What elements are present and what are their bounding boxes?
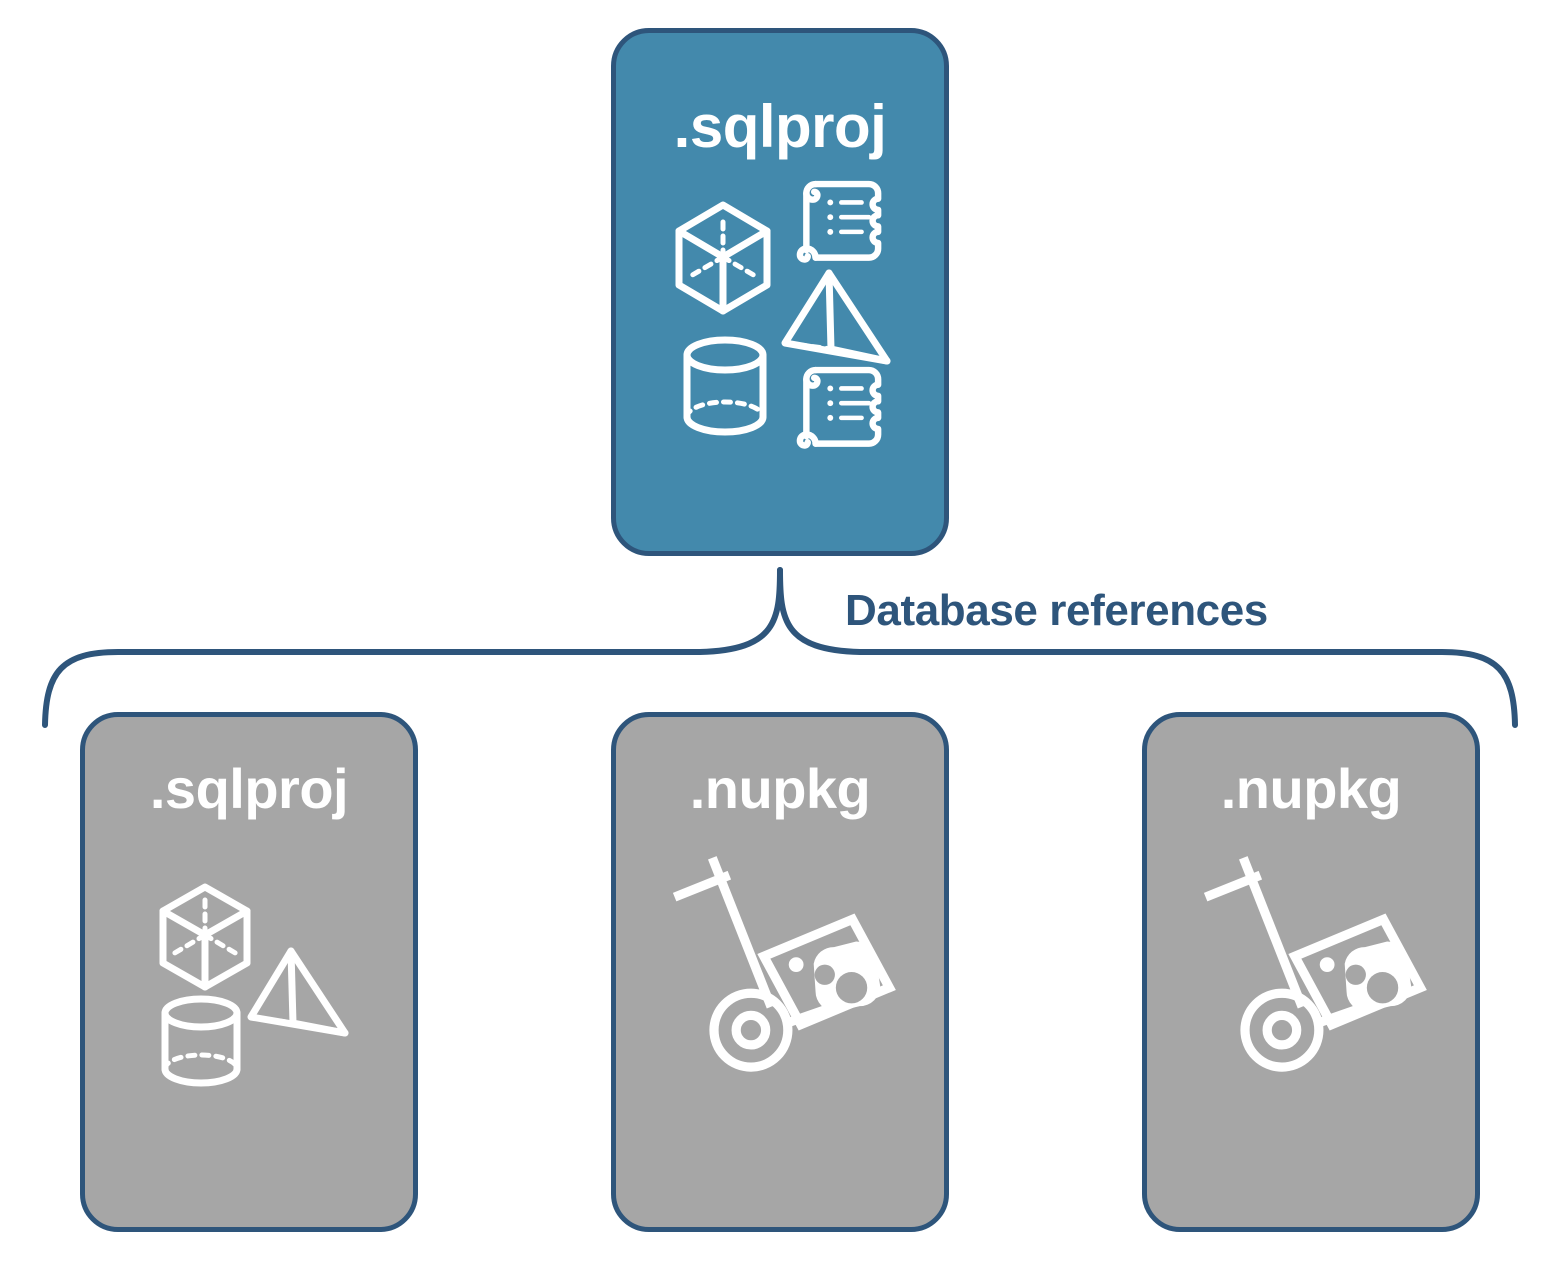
pyramid-icon	[247, 947, 349, 1037]
reference-node-label: .nupkg	[689, 757, 871, 820]
primary-node-sqlproj[interactable]: .sqlproj	[611, 28, 949, 556]
reference-node-icon-group	[135, 847, 375, 1097]
script-scroll-icon	[796, 366, 882, 449]
primary-node-icon-group	[671, 173, 899, 453]
reference-node-sqlproj[interactable]: .sqlproj	[80, 712, 418, 1232]
cylinder-icon	[683, 336, 767, 436]
reference-node-label: .nupkg	[1220, 757, 1402, 820]
cube-icon	[675, 201, 771, 315]
primary-node-label: .sqlproj	[673, 93, 887, 160]
pyramid-icon	[781, 269, 891, 365]
reference-node-icon-group	[1197, 847, 1437, 1097]
cube-icon	[159, 883, 251, 991]
cylinder-icon	[161, 995, 241, 1087]
hand-truck-package-icon	[672, 856, 896, 1072]
script-scroll-icon	[796, 180, 882, 263]
reference-node-nupkg-2[interactable]: .nupkg	[1142, 712, 1480, 1232]
brace-left-arm	[42, 567, 783, 728]
connector-label: Database references	[845, 586, 1268, 635]
reference-node-nupkg-1[interactable]: .nupkg	[611, 712, 949, 1232]
reference-node-label: .sqlproj	[149, 757, 349, 820]
reference-node-icon-group	[666, 847, 906, 1097]
hand-truck-package-icon	[1203, 856, 1427, 1072]
